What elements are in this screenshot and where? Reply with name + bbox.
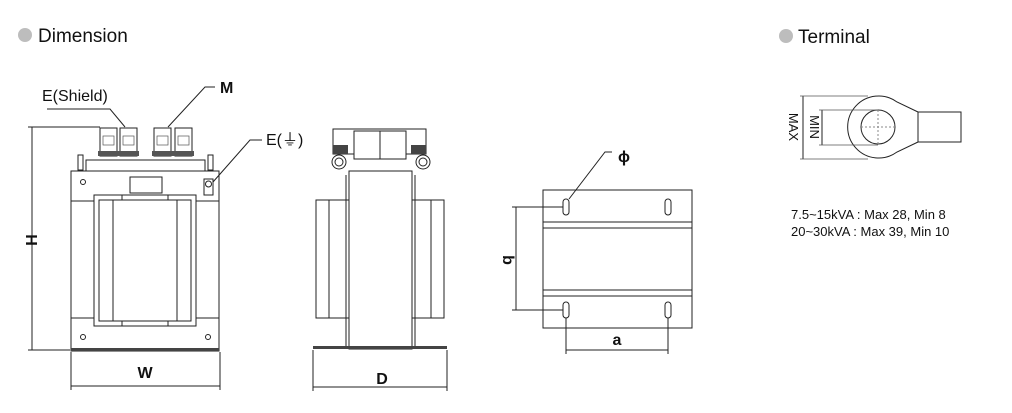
- terminal-spec: 20~30kVA : Max 39, Min 10: [791, 224, 949, 239]
- bullet-icon: [18, 28, 32, 42]
- label-b: b: [499, 255, 516, 265]
- terminal-title: Terminal: [798, 27, 870, 48]
- dimension-title: Dimension: [38, 26, 128, 47]
- label-max: MAX: [786, 113, 801, 142]
- mounting-view: [512, 151, 693, 354]
- front-view: [28, 86, 262, 390]
- label-w: W: [137, 365, 153, 382]
- label-d: D: [376, 371, 388, 388]
- terminal-blocks: [98, 127, 194, 157]
- terminal-spec: 7.5~15kVA : Max 28, Min 8: [791, 207, 946, 222]
- bullet-icon: [779, 29, 793, 43]
- label-a: a: [613, 332, 622, 349]
- label-e-earth: E(⏚): [266, 131, 303, 149]
- ring-terminal-drawing: [800, 95, 962, 160]
- label-h: H: [22, 234, 39, 246]
- label-m: M: [220, 80, 233, 97]
- label-e-shield: E(Shield): [42, 88, 108, 105]
- label-phi: ϕ: [618, 149, 630, 166]
- side-view: [312, 128, 448, 391]
- label-min: MIN: [807, 115, 822, 139]
